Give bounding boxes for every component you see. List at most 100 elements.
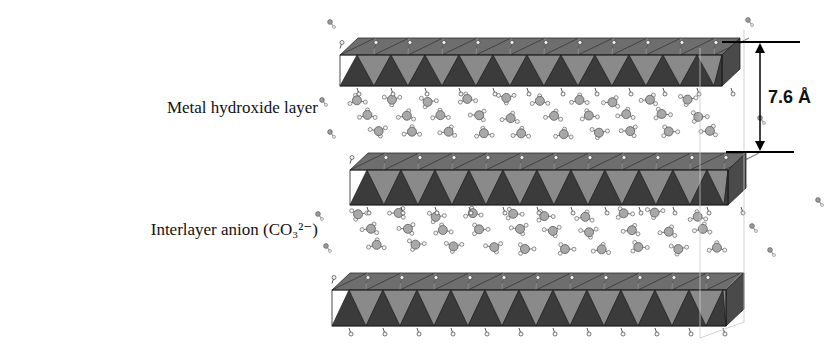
carbonate-anion: [350, 209, 369, 221]
hydroxyl-atom: [520, 156, 524, 160]
water-molecule: [750, 224, 758, 233]
carbonate-anion: [444, 241, 463, 253]
hydroxyl-atom: [367, 211, 371, 215]
hydroxyl-atom: [536, 276, 540, 280]
oxygen-atom: [407, 239, 411, 243]
carbonate-anion: [518, 243, 536, 256]
carbon-atom: [520, 244, 529, 253]
arrow-head: [755, 43, 765, 53]
oxygen-atom: [524, 223, 528, 227]
oxygen-atom: [458, 100, 462, 104]
oxygen-atom: [707, 248, 711, 252]
metal-hydroxide-layer: [332, 273, 744, 336]
oxygen-atom: [590, 127, 594, 131]
carbonate-anion: [496, 93, 516, 105]
carbonate-anion: [601, 96, 619, 109]
carbonate-anion: [590, 127, 609, 139]
oxygen-atom: [446, 115, 450, 119]
oxygen-atom: [708, 230, 712, 234]
hydroxyl-atom: [469, 211, 473, 215]
oxygen-atom: [607, 251, 611, 255]
carbonate-anion: [688, 210, 708, 222]
hydroxyl-atom: [349, 332, 353, 336]
oxygen-atom: [694, 96, 698, 100]
dimension-label: 7.6 Å: [768, 86, 811, 108]
hydroxyl-atom: [673, 211, 677, 215]
layer-front-outline: [350, 170, 728, 205]
layer-side-face: [728, 153, 746, 205]
hydroxyl-atom: [340, 41, 344, 45]
oxygen-atom: [453, 133, 457, 137]
carbon-atom: [550, 111, 559, 120]
hydroxyl-atom: [435, 211, 439, 215]
carbonate-anion: [616, 207, 634, 220]
hydrogen-atom: [763, 122, 766, 125]
carbon-atom: [463, 94, 472, 103]
carbon-atom: [674, 245, 683, 254]
water-molecule: [768, 248, 776, 257]
octahedron-edge: [384, 153, 419, 170]
octahedron-edge: [452, 153, 487, 170]
hydroxyl-atom: [502, 276, 506, 280]
octahedron-face: [697, 55, 722, 86]
oxygen-atom: [631, 115, 635, 119]
carbonate-anion: [511, 126, 531, 138]
hydroxyl-atom: [537, 211, 541, 215]
hydroxyl-atom: [366, 276, 370, 280]
water-molecule: [758, 116, 766, 125]
carbon-atom: [438, 225, 447, 234]
hydroxyl-atom: [451, 332, 455, 336]
oxygen-atom: [631, 212, 635, 216]
carbonate-anion: [654, 107, 673, 120]
hydroxyl-atom: [554, 156, 558, 160]
octahedron-face: [714, 55, 722, 86]
carbon-atom: [515, 224, 524, 233]
carbon-atom: [650, 208, 659, 217]
carbonate-anion: [619, 125, 637, 138]
layer-side-face: [726, 273, 744, 326]
hydroxyl-atom: [706, 276, 710, 280]
oxygen-atom: [658, 231, 662, 235]
hydroxyl-atom: [400, 276, 404, 280]
carbon-atom: [694, 112, 703, 121]
carbonate-anion: [402, 125, 422, 137]
oxygen-atom: [515, 120, 519, 124]
carbonate-anion: [707, 241, 727, 253]
oxygen-atom: [324, 244, 329, 249]
octahedron-edge: [340, 38, 375, 55]
hydroxyl-atom: [384, 156, 388, 160]
carbon-atom: [449, 242, 458, 251]
carbonate-anion: [368, 126, 387, 138]
carbon-atom: [475, 225, 484, 234]
oxygen-atom: [669, 113, 673, 117]
carbon-atom: [664, 227, 673, 236]
oxygen-atom: [645, 208, 649, 212]
octahedron-face: [706, 290, 726, 326]
carbon-atom: [657, 109, 666, 118]
water-molecule: [328, 130, 336, 139]
oxygen-atom: [520, 212, 524, 216]
oxygen-atom: [591, 249, 595, 253]
oxygen-atom: [590, 218, 594, 222]
carbon-atom: [548, 226, 557, 235]
layer-top-face: [340, 38, 740, 55]
hydroxyl-atom: [425, 92, 429, 96]
carbonate-anion: [360, 222, 379, 235]
carbonate-anion: [542, 225, 561, 237]
oxygen-atom: [723, 248, 727, 252]
oxygen-atom: [699, 130, 703, 134]
hydroxyl-atom: [332, 276, 336, 280]
carbonate-anion: [438, 125, 457, 137]
layer-top-face: [332, 273, 744, 290]
hydroxyl-atom: [452, 156, 456, 160]
oxygen-atom: [350, 209, 354, 213]
carbonate-anion: [431, 108, 451, 120]
oxygen-atom: [328, 20, 333, 25]
hydroxyl-atom: [629, 92, 633, 96]
hydroxyl-atom: [578, 41, 582, 45]
oxygen-atom: [645, 246, 649, 250]
oxygen-atom: [509, 226, 513, 230]
oxygen-atom: [434, 231, 438, 235]
hydroxyl-atom: [571, 211, 575, 215]
hydroxyl-atom: [391, 92, 395, 96]
